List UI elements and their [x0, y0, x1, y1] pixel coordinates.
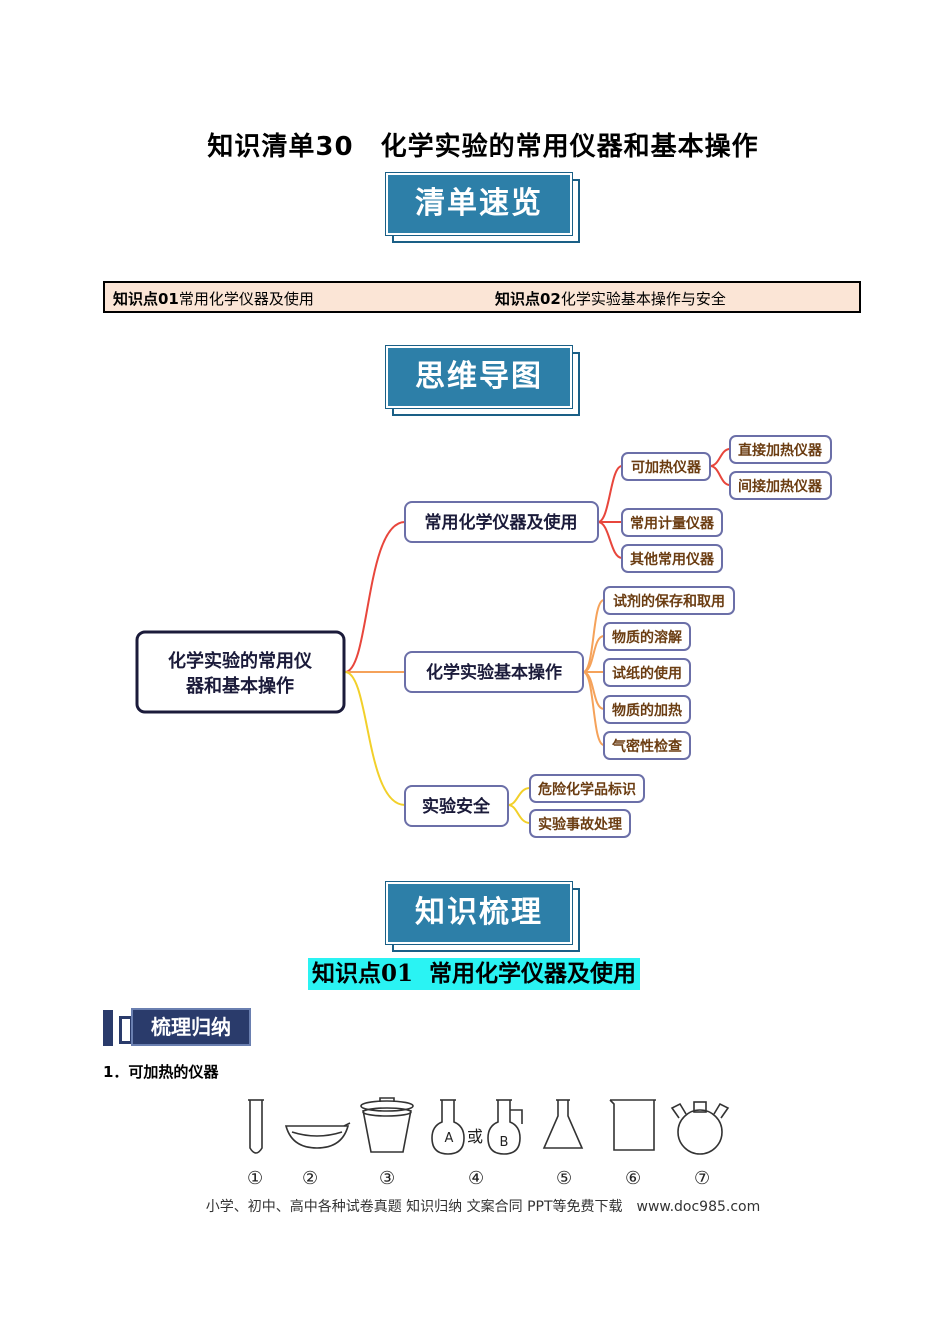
page-title: 知识清单30 化学实验的常用仪器和基本操作 — [207, 132, 759, 162]
leaf-label-other: 其他常用仪器 — [630, 551, 715, 568]
mindmap-banner: 思维导图 — [385, 345, 580, 416]
connector-b1-c1 — [597, 465, 623, 523]
distilling-flask-icon — [487, 1099, 523, 1155]
leaf-node-indirect-heat[interactable] — [729, 471, 832, 500]
conical-flask-icon — [542, 1099, 584, 1149]
leaf-label-hazard: 危险化学品标识 — [537, 781, 636, 798]
evaporating-dish-icon — [284, 1122, 351, 1149]
leaf-node-other[interactable] — [621, 544, 723, 573]
leaf-label-airtight: 气密性检查 — [611, 738, 683, 755]
overview-banner: 清单速览 — [385, 172, 580, 243]
leaf-node-measuring[interactable] — [621, 508, 723, 537]
leaf-node-airtight[interactable] — [603, 731, 691, 760]
beaker-icon — [609, 1099, 656, 1151]
root-line-1: 化学实验的常用仪 — [168, 650, 313, 672]
footer-text: 小学、初中、高中各种试卷真题 知识归纳 文案合同 PPT等免费下载 www.do… — [205, 1199, 761, 1215]
toc-item-1-text: 常用化学仪器及使用 — [178, 290, 314, 308]
section-tag: 梳理归纳 — [103, 1006, 253, 1050]
connector-b2-c2 — [582, 635, 605, 673]
leaf-label-heating: 物质的加热 — [612, 702, 682, 719]
apparatus-number-2: ② — [302, 1168, 319, 1189]
apparatus-number-6: ⑥ — [625, 1168, 642, 1189]
leaf-label-direct-heat: 直接加热仪器 — [738, 442, 823, 459]
leaf-node-testpaper[interactable] — [603, 658, 691, 687]
crucible-icon — [360, 1097, 414, 1153]
leaf-node-heating[interactable] — [603, 695, 691, 724]
apparatus-number-5: ⑤ — [556, 1168, 573, 1189]
toc-item-2[interactable]: 知识点02化学实验基本操作与安全 — [495, 288, 726, 309]
apparatus-row: A 或 B — [248, 1097, 730, 1155]
leaf-node-dissolve[interactable] — [603, 622, 691, 651]
leaf-node-hazard[interactable] — [529, 774, 645, 803]
connector-b3-c1 — [507, 787, 531, 806]
review-banner: 知识梳理 — [385, 881, 580, 952]
section-heading-heatable: 1．可加热的仪器 — [103, 1063, 219, 1081]
apparatus-number-4: ④ — [468, 1168, 485, 1189]
review-banner-label: 知识梳理 — [385, 881, 573, 945]
knowledge-point-heading: 知识点01 常用化学仪器及使用 — [308, 958, 641, 990]
connector-g1 — [709, 448, 731, 467]
branch-node-2[interactable] — [404, 651, 584, 693]
connector-branch1 — [344, 521, 406, 673]
flask-label-or: 或 — [467, 1127, 483, 1146]
leaf-node-accident[interactable] — [529, 809, 631, 838]
branch-node-3[interactable] — [404, 785, 509, 827]
toc-item-2-text: 化学实验基本操作与安全 — [560, 290, 726, 308]
leaf-node-heatable[interactable] — [621, 452, 711, 481]
connector-branch3 — [344, 671, 406, 806]
toc-item-2-prefix: 知识点02 — [495, 290, 561, 308]
three-neck-flask-icon — [670, 1101, 730, 1155]
apparatus-number-3: ③ — [379, 1168, 396, 1189]
mindmap-banner-label: 思维导图 — [385, 345, 573, 409]
root-line-2: 器和基本操作 — [185, 675, 294, 697]
branch-label-2: 化学实验基本操作 — [426, 662, 562, 683]
leaf-node-direct-heat[interactable] — [729, 435, 832, 464]
apparatus-number-1: ① — [247, 1168, 264, 1189]
section-tag-label: 梳理归纳 — [131, 1008, 251, 1046]
test-tube-icon — [249, 1100, 263, 1154]
branch-label-1: 常用化学仪器及使用 — [425, 512, 578, 533]
leaf-label-reagent: 试剂的保存和取用 — [613, 593, 725, 610]
toc-box: 知识点01常用化学仪器及使用 知识点02化学实验基本操作与安全 — [103, 281, 861, 313]
connector-b1-c3 — [597, 521, 623, 559]
connector-b3-c2 — [507, 804, 531, 824]
leaf-node-reagent[interactable] — [603, 586, 735, 615]
apparatus-number-7: ⑦ — [694, 1168, 711, 1189]
root-node[interactable] — [135, 630, 346, 714]
toc-item-1-prefix: 知识点01 — [113, 290, 179, 308]
round-bottom-flask-icon — [431, 1099, 465, 1155]
leaf-label-heatable: 可加热仪器 — [631, 459, 702, 476]
branch-node-1[interactable] — [404, 501, 599, 543]
leaf-label-accident: 实验事故处理 — [538, 816, 622, 833]
leaf-label-dissolve: 物质的溶解 — [612, 629, 682, 646]
flask-label-b: B — [500, 1135, 509, 1150]
connector-g2 — [709, 465, 731, 486]
leaf-label-testpaper: 试纸的使用 — [612, 665, 682, 682]
overview-banner-label: 清单速览 — [385, 172, 573, 236]
leaf-label-measuring: 常用计量仪器 — [630, 515, 715, 532]
toc-item-1[interactable]: 知识点01常用化学仪器及使用 — [113, 288, 314, 309]
leaf-label-indirect-heat: 间接加热仪器 — [738, 478, 823, 495]
connector-b2-c5 — [582, 671, 605, 746]
mindmap: 化学实验的常用仪 器和基本操作 常用化学仪器及使用 化学实验基本操作 实验安全 … — [135, 435, 832, 838]
branch-label-3: 实验安全 — [422, 796, 491, 817]
flask-label-a: A — [445, 1131, 454, 1146]
